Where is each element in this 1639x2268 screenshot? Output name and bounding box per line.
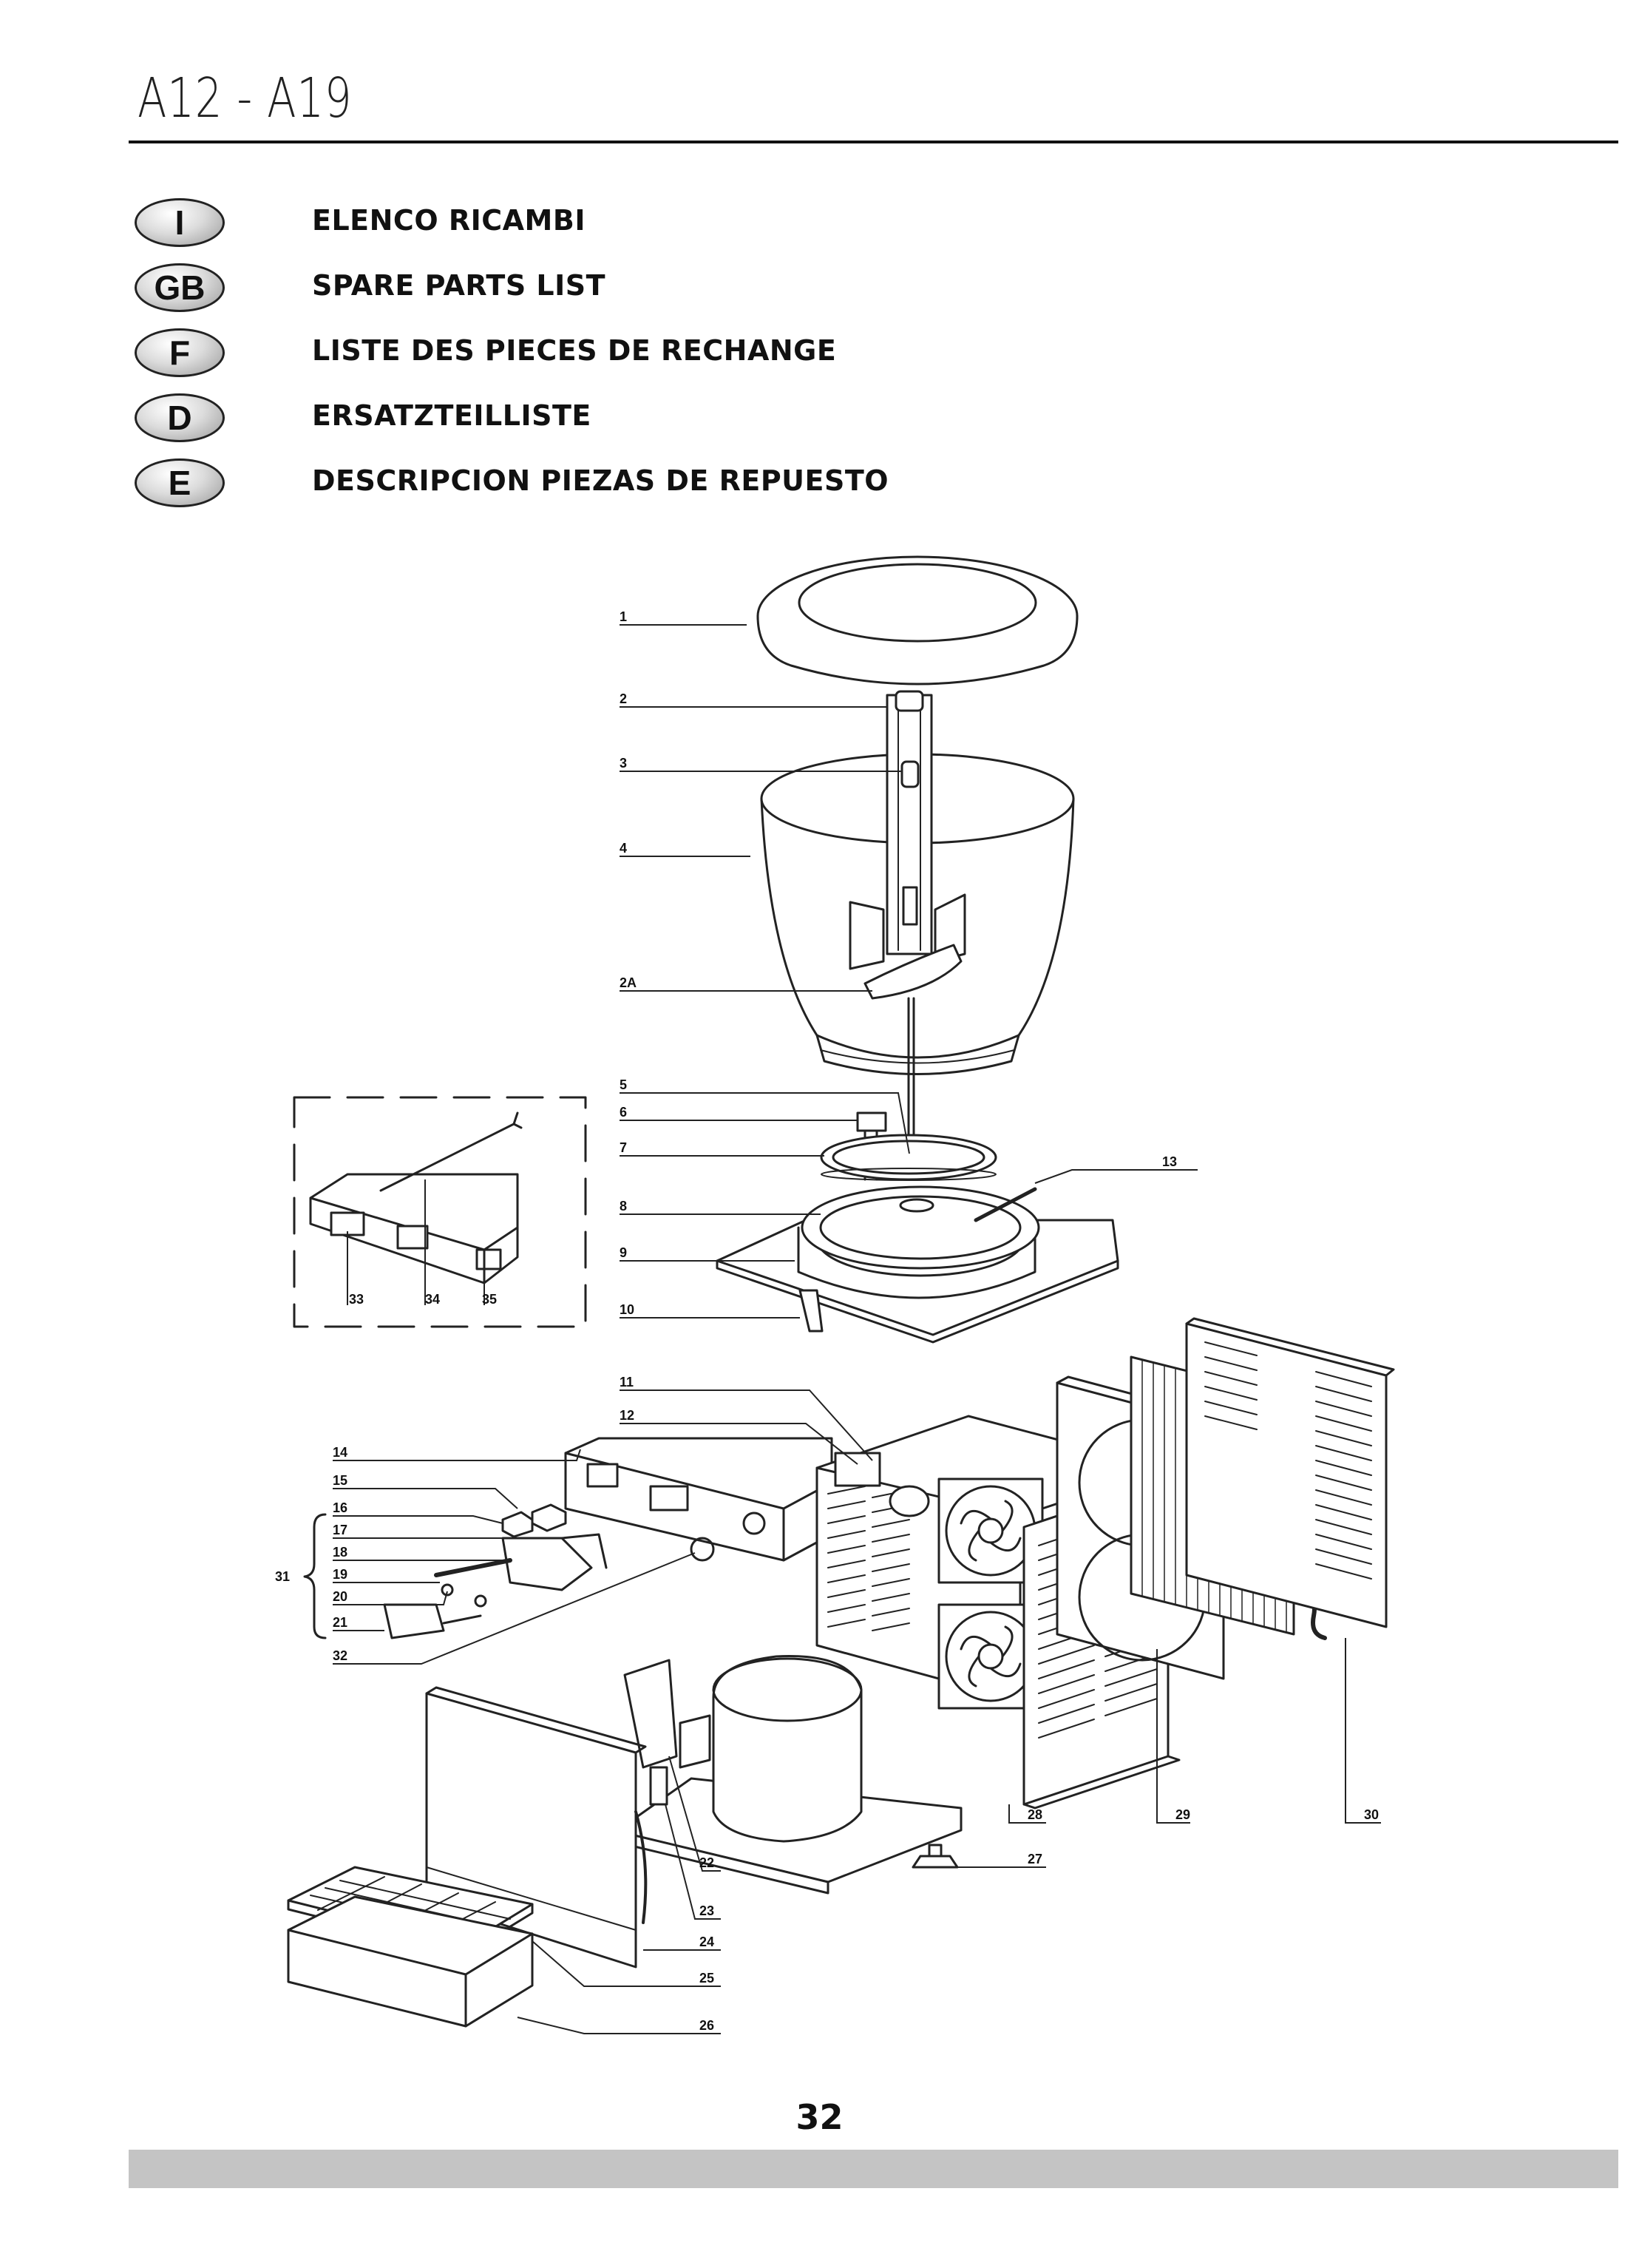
callout-15: 15 bbox=[333, 1473, 347, 1488]
callout-16: 16 bbox=[333, 1500, 347, 1515]
callout-19: 19 bbox=[333, 1567, 347, 1582]
callout-9: 9 bbox=[620, 1245, 627, 1260]
callout-1: 1 bbox=[620, 609, 627, 624]
leader-28 bbox=[1008, 1804, 1046, 1824]
callout-4: 4 bbox=[620, 841, 627, 856]
part-lid bbox=[756, 555, 1079, 686]
language-label-french: LISTE DES PIECES DE RECHANGE bbox=[312, 334, 837, 367]
callout-12: 12 bbox=[620, 1408, 634, 1423]
language-label-german: ERSATZTEILLISTE bbox=[312, 399, 591, 432]
callout-2a: 2A bbox=[620, 975, 637, 990]
part-auger bbox=[849, 690, 966, 1155]
callout-22: 22 bbox=[699, 1855, 714, 1870]
leader-23 bbox=[665, 1804, 721, 1920]
callout-33: 33 bbox=[349, 1292, 364, 1307]
callout-29: 29 bbox=[1175, 1807, 1190, 1822]
leader-25 bbox=[532, 1940, 721, 1987]
leader-30 bbox=[1345, 1638, 1381, 1824]
leader-32 bbox=[333, 1552, 696, 1665]
callout-17: 17 bbox=[333, 1523, 347, 1537]
callout-26: 26 bbox=[699, 2018, 714, 2033]
page-number: 32 bbox=[795, 2097, 844, 2137]
callout-28: 28 bbox=[1028, 1807, 1042, 1822]
leader-13 bbox=[1034, 1169, 1198, 1184]
language-badge-i: I bbox=[135, 198, 225, 247]
language-label-english: SPARE PARTS LIST bbox=[312, 269, 606, 302]
callout-2: 2 bbox=[620, 691, 627, 706]
leader-11 bbox=[620, 1389, 873, 1461]
leader-29 bbox=[1156, 1649, 1190, 1824]
part-control-box bbox=[501, 1437, 833, 1562]
callout-11: 11 bbox=[620, 1375, 634, 1389]
language-badge-gb: GB bbox=[135, 263, 225, 312]
callout-25: 25 bbox=[699, 1971, 714, 1986]
language-badge-d: D bbox=[135, 393, 225, 442]
language-badge-f: F bbox=[135, 328, 225, 377]
leader-12 bbox=[620, 1423, 858, 1465]
callout-27: 27 bbox=[1028, 1852, 1042, 1866]
callout-14: 14 bbox=[333, 1445, 347, 1460]
language-label-italian: ELENCO RICAMBI bbox=[312, 204, 586, 237]
leader-20 bbox=[333, 1591, 448, 1605]
language-badge-e: E bbox=[135, 458, 225, 507]
leader-22 bbox=[668, 1756, 721, 1872]
part-drip-tray bbox=[287, 1895, 534, 2028]
header-rule bbox=[129, 141, 1618, 143]
language-label-spanish: DESCRIPCION PIEZAS DE REPUESTO bbox=[312, 464, 889, 497]
callout-31: 31 bbox=[275, 1569, 290, 1584]
brace-31 bbox=[303, 1513, 327, 1639]
callout-7: 7 bbox=[620, 1140, 627, 1155]
detail-box-panel bbox=[293, 1096, 587, 1328]
callout-21: 21 bbox=[333, 1615, 347, 1630]
callout-5: 5 bbox=[620, 1077, 627, 1092]
part-gaskets bbox=[820, 1111, 997, 1181]
callout-3: 3 bbox=[620, 756, 627, 771]
leader-15 bbox=[333, 1488, 518, 1509]
callout-23: 23 bbox=[699, 1903, 714, 1918]
leader-26 bbox=[517, 2017, 721, 2034]
callout-18: 18 bbox=[333, 1545, 347, 1560]
callout-20: 20 bbox=[333, 1589, 347, 1604]
leader-5 bbox=[620, 1092, 910, 1154]
part-base-compressor bbox=[623, 1655, 963, 1895]
model-title: A12 - A19 bbox=[138, 67, 353, 130]
leader-14 bbox=[333, 1449, 581, 1461]
part-evaporator bbox=[716, 1185, 1119, 1344]
part-tap-assembly bbox=[383, 1533, 715, 1639]
part-rear-panel bbox=[1185, 1317, 1395, 1628]
callout-34: 34 bbox=[425, 1292, 440, 1307]
callout-6: 6 bbox=[620, 1105, 627, 1120]
callout-30: 30 bbox=[1364, 1807, 1379, 1822]
callout-35: 35 bbox=[482, 1292, 497, 1307]
callout-32: 32 bbox=[333, 1648, 347, 1663]
footer-bar bbox=[129, 2150, 1618, 2188]
callout-13: 13 bbox=[1162, 1154, 1177, 1169]
callout-8: 8 bbox=[620, 1199, 627, 1213]
leader-16 bbox=[333, 1515, 503, 1524]
callout-10: 10 bbox=[620, 1302, 634, 1317]
callout-24: 24 bbox=[699, 1934, 714, 1949]
